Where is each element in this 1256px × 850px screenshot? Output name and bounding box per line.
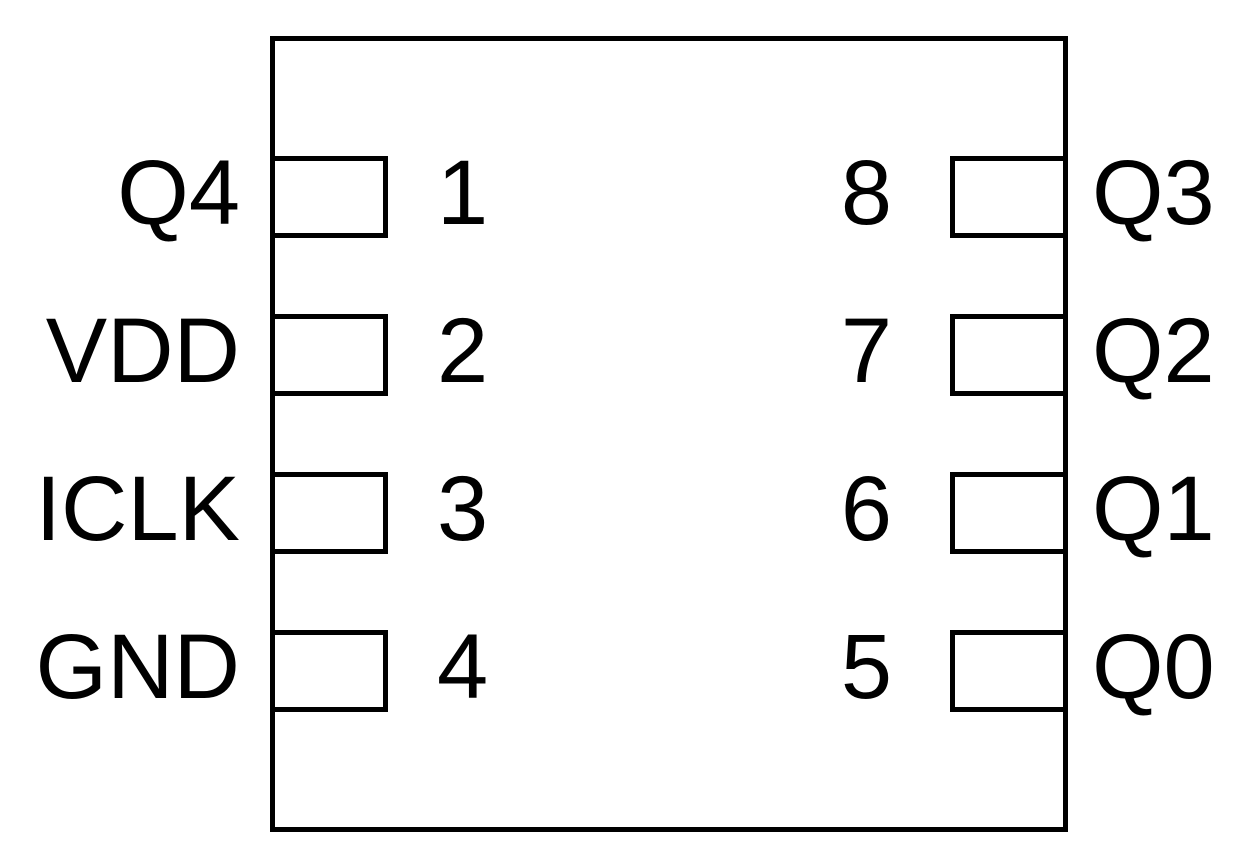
- pin-box-5: [950, 630, 1068, 712]
- pin-number-3: 3: [437, 458, 489, 560]
- pin-label-q0: Q0: [1092, 616, 1215, 718]
- pin-number-8: 8: [840, 142, 892, 244]
- pin-number-5: 5: [840, 616, 892, 718]
- pin-box-7: [950, 314, 1068, 396]
- pin-number-7: 7: [840, 300, 892, 402]
- pin-label-gnd: GND: [35, 616, 240, 718]
- pin-label-iclk: ICLK: [35, 458, 240, 560]
- pin-number-1: 1: [437, 142, 489, 244]
- pin-box-1: [270, 156, 388, 238]
- pin-box-3: [270, 472, 388, 554]
- pin-number-2: 2: [437, 300, 489, 402]
- pin-number-4: 4: [437, 616, 489, 718]
- pin-box-2: [270, 314, 388, 396]
- pin-number-6: 6: [840, 458, 892, 560]
- pin-label-q1: Q1: [1092, 458, 1215, 560]
- chip-body-outline: [270, 36, 1068, 832]
- pin-box-8: [950, 156, 1068, 238]
- pin-label-q2: Q2: [1092, 300, 1215, 402]
- pin-box-6: [950, 472, 1068, 554]
- pin-label-q4: Q4: [117, 142, 240, 244]
- pin-box-4: [270, 630, 388, 712]
- pin-label-q3: Q3: [1092, 142, 1215, 244]
- pin-label-vdd: VDD: [45, 300, 240, 402]
